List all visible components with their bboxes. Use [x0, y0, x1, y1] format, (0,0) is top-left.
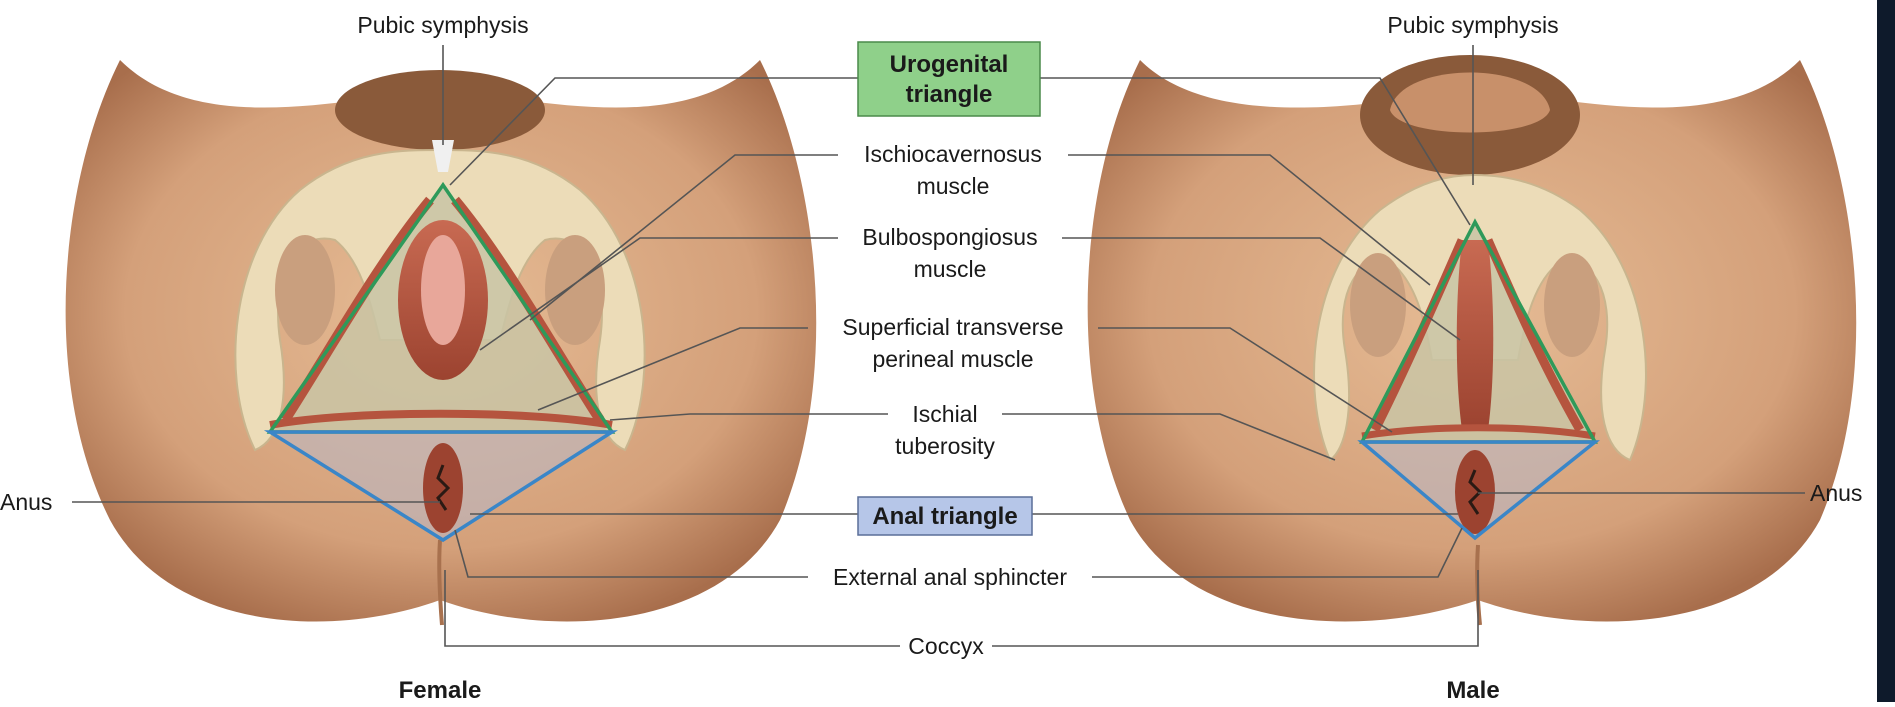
label-ischiocavernosus-line1: Ischiocavernosus [864, 141, 1042, 167]
label-pubic-symphysis-left: Pubic symphysis [357, 12, 528, 38]
label-anus-right: Anus [1810, 480, 1862, 506]
male-bulbospongiosus [1457, 240, 1494, 430]
label-urogenital-line1: Urogenital [890, 51, 1009, 78]
label-anal-triangle: Anal triangle [872, 503, 1017, 530]
label-bulbospongiosus-line1: Bulbospongiosus [862, 224, 1037, 250]
label-external-anal-sphincter: External anal sphincter [833, 564, 1067, 590]
label-ischial-line2: tuberosity [895, 433, 995, 459]
female-vestibule [421, 235, 465, 345]
label-ischial-line1: Ischial [912, 401, 977, 427]
label-bulbospongiosus-line2: muscle [914, 256, 987, 282]
label-coccyx: Coccyx [908, 633, 984, 659]
male-figure [1088, 55, 1857, 625]
female-obturator-left [275, 235, 335, 345]
label-urogenital-line2: triangle [906, 81, 993, 108]
label-superficial-transverse-line1: Superficial transverse [842, 314, 1063, 340]
female-anus [423, 443, 463, 533]
male-obturator-right [1544, 253, 1600, 357]
right-edge-bar [1877, 0, 1895, 702]
label-anus-left: Anus [0, 489, 52, 515]
caption-female: Female [399, 677, 482, 702]
label-superficial-transverse-line2: perineal muscle [872, 346, 1033, 372]
label-ischiocavernosus-line2: muscle [917, 173, 990, 199]
label-pubic-symphysis-right: Pubic symphysis [1387, 12, 1558, 38]
caption-male: Male [1446, 677, 1499, 702]
male-anus [1455, 450, 1495, 534]
female-obturator-right [545, 235, 605, 345]
female-pubic-hair [335, 70, 545, 150]
male-obturator-left [1350, 253, 1406, 357]
